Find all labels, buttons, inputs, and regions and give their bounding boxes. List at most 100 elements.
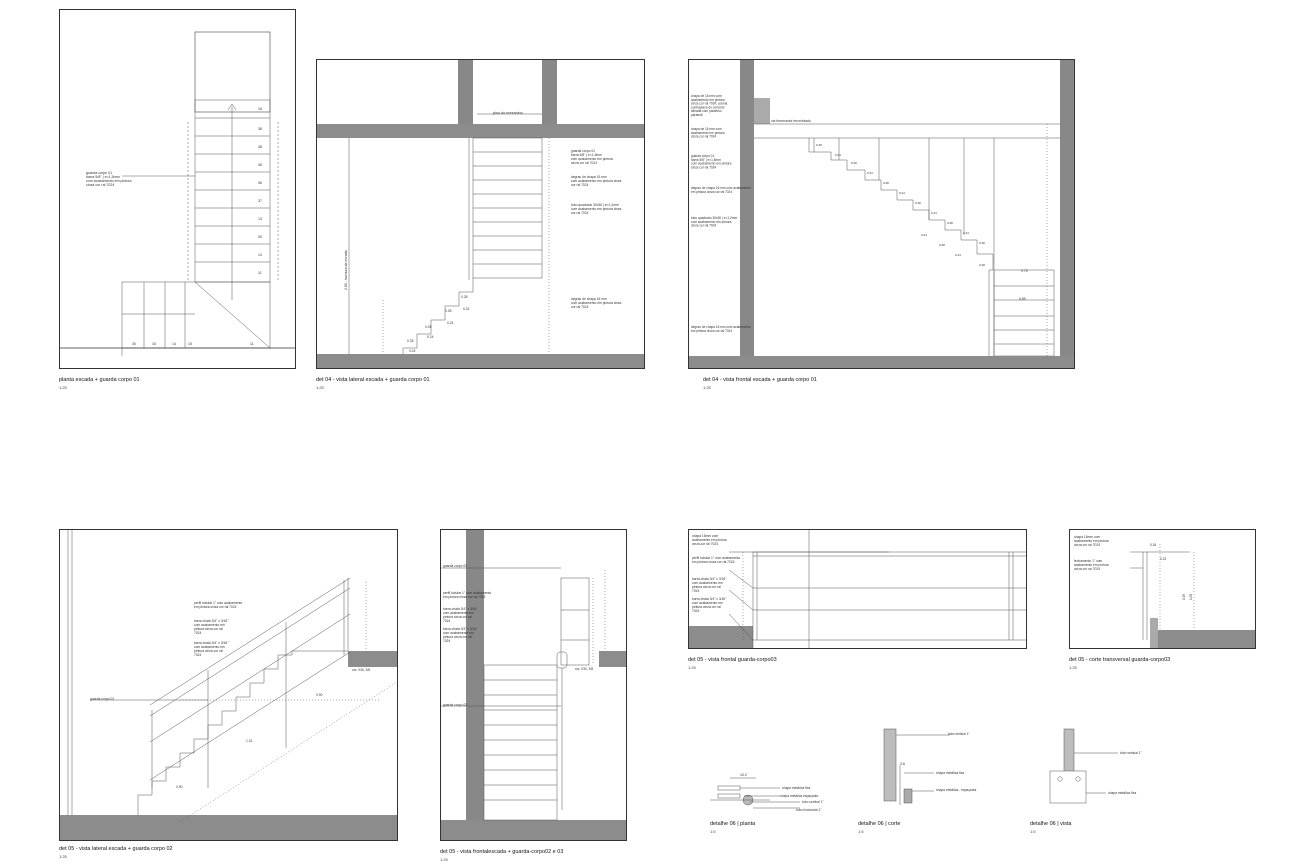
svg-text:chapa metálica fixa: chapa metálica fixa [782, 786, 810, 790]
caption-vista-frontal-02-03: det 05 - vista frontalescada + guarda-co… [440, 849, 564, 862]
svg-text:barra chata 3/4" x 3/16"com ac: barra chata 3/4" x 3/16"com acabamento e… [194, 619, 229, 635]
lateral-step-dims: 0.28 0.24 0.28 0.24 0.28 0.24 0.28 0.24 [407, 295, 470, 353]
svg-text:38: 38 [258, 145, 262, 149]
drawing-detalhe-06-planta: 10.2 chapa metálica fixa chapa metálica … [710, 770, 840, 818]
svg-text:16: 16 [258, 107, 262, 111]
drawing-detalhe-06-vista: tubo vertical 1" chapa metálica fixa [1030, 725, 1180, 817]
svg-text:tubo vertical 1": tubo vertical 1" [802, 800, 825, 804]
svg-text:0.28: 0.28 [461, 295, 468, 299]
svg-text:0.23: 0.23 [1160, 557, 1166, 561]
svg-text:chapa metálica fixa: chapa metálica fixa [1108, 791, 1136, 795]
detalhe-corte-dim: 3.6 [900, 762, 905, 766]
svg-text:1.31: 1.31 [246, 739, 253, 743]
svg-text:11: 11 [250, 342, 254, 346]
svg-text:tubo vertical 1": tubo vertical 1" [1120, 751, 1143, 755]
svg-text:0.90: 0.90 [176, 785, 183, 789]
drawing-vista-lateral-escada-01: piso do mezanino 2.80 - hachura da escad… [316, 59, 645, 369]
drawing-detalhe-06-corte: 3.6 tubo vertical 1" chapa metálica fixa… [860, 725, 985, 817]
svg-text:0.28: 0.28 [979, 263, 985, 267]
svg-text:chapa metálica fixa: chapa metálica fixa [936, 771, 964, 775]
svg-text:0.28: 0.28 [883, 181, 889, 185]
svg-text:0.28: 0.28 [915, 201, 921, 205]
svg-text:0.24: 0.24 [931, 211, 937, 215]
caption-vista-lateral-02: det 05 - vista lateral escada + guarda c… [59, 846, 173, 859]
svg-text:0.28: 0.28 [939, 243, 945, 247]
svg-text:barra chata 3/4" x 3/16"com ac: barra chata 3/4" x 3/16"com acabamento e… [443, 607, 478, 623]
svg-text:tubo horizontal 1": tubo horizontal 1" [796, 808, 822, 812]
svg-text:0.24: 0.24 [463, 307, 470, 311]
svg-text:0.28: 0.28 [425, 325, 432, 329]
svg-text:tubo vertical 1": tubo vertical 1" [948, 732, 971, 736]
caption-corte-gc03: det 05 - corte transversal guarda-corpo0… [1069, 657, 1171, 670]
lateral02-dims: 0.90 1.31 0.90 [176, 693, 323, 789]
svg-text:barra chata 3/4" x 3/16"com ac: barra chata 3/4" x 3/16"com acabamento e… [692, 577, 727, 593]
frontal02-notes: guarda corpo 03 perfil tubular 1" com ac… [443, 564, 491, 707]
svg-text:0.24: 0.24 [409, 349, 416, 353]
svg-text:37: 37 [258, 199, 262, 203]
lateral-vertical-label: 2.80 - hachura da escada [344, 250, 348, 290]
svg-text:1.05: 1.05 [1189, 594, 1193, 600]
planta-note: guarda corpo 01 barra 5/8" | e=1,5mm com… [86, 171, 133, 187]
svg-text:0.24: 0.24 [955, 253, 961, 257]
svg-text:11: 11 [258, 271, 262, 275]
svg-text:barra chata 3/4" x 3/16"com ac: barra chata 3/4" x 3/16"com acabamento e… [692, 597, 727, 613]
svg-text:0.28: 0.28 [947, 221, 953, 225]
drawing-planta-escada: guarda corpo 01 barra 5/8" | e=1,5mm com… [59, 9, 296, 369]
detalhe-corte-labels: tubo vertical 1" chapa metálica fixa cha… [936, 732, 977, 792]
svg-text:15: 15 [188, 342, 192, 346]
detalhe-planta-dim: 10.2 [740, 773, 747, 777]
detalhe-planta-labels: chapa metálica fixa chapa metálica espaç… [780, 786, 825, 812]
caption-vista-frontal-01: det 04 - vista frontal escada + guarda c… [703, 377, 817, 390]
svg-text:guarda corpo 03: guarda corpo 03 [443, 564, 467, 568]
svg-text:36: 36 [258, 163, 262, 167]
svg-text:0.24: 0.24 [427, 335, 434, 339]
svg-text:38: 38 [258, 127, 262, 131]
drawing-vista-frontal-escada-02-03: guarda corpo 03 perfil tubular 1" com ac… [440, 529, 627, 841]
planta-right-dims: 16 38 38 36 36 37 13 30 14 11 [258, 107, 262, 275]
svg-text:14: 14 [258, 253, 262, 257]
svg-text:0.28: 0.28 [407, 339, 414, 343]
frontal-right-dim-top: 0.75 [1021, 269, 1028, 273]
svg-text:0.24: 0.24 [963, 231, 969, 235]
lateral-top-label: piso do mezanino [493, 111, 523, 115]
svg-text:chapa metálica - espaçador: chapa metálica - espaçador [936, 788, 977, 792]
svg-text:0.28: 0.28 [816, 143, 822, 147]
svg-text:0.28: 0.28 [445, 309, 452, 313]
frontal-top-label: via fornecedor terceirizado [771, 119, 811, 123]
svg-text:30: 30 [258, 235, 262, 239]
lateral02-floor-label: cor. 030, 3/8 [352, 668, 370, 672]
svg-text:15: 15 [152, 342, 156, 346]
svg-text:0.24: 0.24 [899, 191, 905, 195]
svg-text:0.24: 0.24 [867, 171, 873, 175]
detalhe-vista-labels: tubo vertical 1" chapa metálica fixa [1108, 751, 1143, 795]
svg-text:guarda-corpo 02: guarda-corpo 02 [90, 697, 114, 701]
caption-vista-lateral-01: det 04 - vista lateral escada + guarda c… [316, 377, 430, 390]
